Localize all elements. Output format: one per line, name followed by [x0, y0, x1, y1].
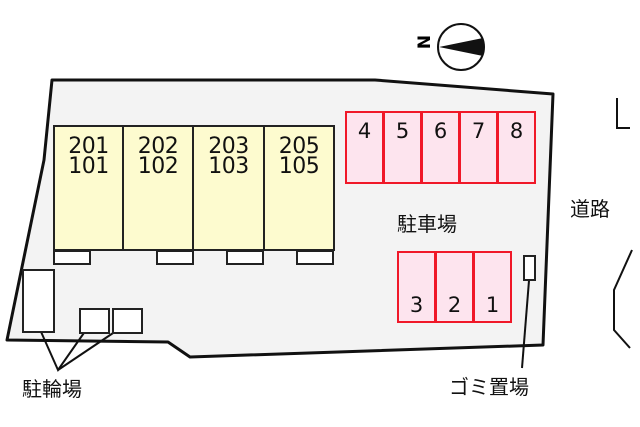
road-label: 道路 [570, 197, 610, 221]
bicycle-area-small [79, 308, 110, 334]
bicycle-area-small [112, 308, 143, 334]
parking-label: 駐車場 [397, 212, 457, 236]
space-number: 4 [357, 119, 372, 143]
unit-number-upper: 201 [68, 134, 109, 159]
parking-space-6: 6 [421, 111, 460, 184]
parking-space-7: 7 [459, 111, 498, 184]
north-label: N [415, 34, 436, 50]
garbage-label: ゴミ置場 [449, 375, 529, 399]
parking-space-1: 1 [473, 251, 512, 323]
unit-number-upper: 205 [278, 134, 320, 159]
bicycle-area-large [22, 269, 55, 333]
garbage-area [523, 255, 536, 281]
unit-number-upper: 203 [208, 134, 249, 159]
porch [226, 250, 264, 265]
space-number: 7 [471, 119, 486, 143]
north-arrow-icon [437, 23, 485, 71]
parking-space-3: 3 [397, 251, 436, 323]
unit-number-upper: 202 [137, 134, 179, 159]
porch [296, 250, 334, 265]
parking-space-8: 8 [497, 111, 536, 184]
space-number: 1 [485, 293, 500, 317]
parking-space-4: 4 [345, 111, 384, 184]
parking-space-5: 5 [383, 111, 422, 184]
unit-number-lower: 102 [137, 154, 179, 179]
unit-number-lower: 101 [68, 154, 109, 179]
porch [53, 250, 91, 265]
porch [156, 250, 194, 265]
space-number: 2 [447, 293, 462, 317]
bicycle-parking-label: 駐輪場 [22, 377, 82, 401]
space-number: 6 [433, 119, 448, 143]
parking-space-2: 2 [435, 251, 474, 323]
space-number: 3 [409, 293, 424, 317]
space-number: 5 [395, 119, 410, 143]
space-number: 8 [509, 119, 524, 143]
unit-number-lower: 103 [208, 154, 249, 179]
north-arrow: N [415, 20, 488, 71]
unit-number-lower: 105 [278, 154, 320, 179]
